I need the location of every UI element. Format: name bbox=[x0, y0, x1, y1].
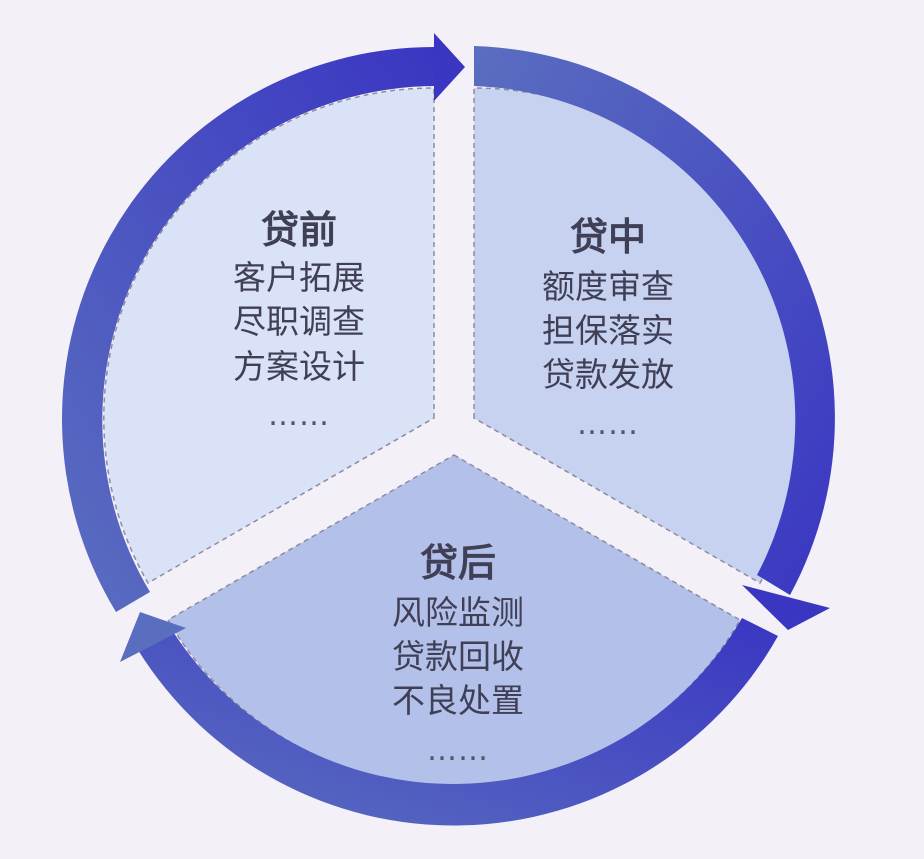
segment-pre-item: 客户拓展 bbox=[233, 258, 365, 297]
segment-post-item: 贷款回收 bbox=[392, 637, 524, 676]
arrow-post-head bbox=[120, 612, 186, 662]
segment-mid-ellipsis: …… bbox=[577, 407, 639, 442]
segment-post-item: 风险监测 bbox=[392, 593, 524, 632]
segment-pre-item: 尽职调查 bbox=[233, 302, 365, 341]
arrow-pre-head bbox=[434, 33, 465, 101]
segment-pre-ellipsis: …… bbox=[268, 398, 330, 433]
arrow-pre-arc bbox=[62, 46, 436, 612]
segment-post-item: 不良处置 bbox=[392, 681, 524, 720]
segment-mid-title: 贷中 bbox=[570, 215, 646, 259]
arrow-mid-head bbox=[742, 585, 830, 630]
segment-mid-item: 额度审查 bbox=[542, 267, 674, 306]
segment-pre-wedge bbox=[103, 87, 435, 585]
segment-post-text: 贷后 风险监测 贷款回收 不良处置 …… bbox=[392, 541, 524, 768]
segment-mid-item: 贷款发放 bbox=[542, 355, 674, 394]
segment-pre-text: 贷前 客户拓展 尽职调查 方案设计 …… bbox=[233, 208, 365, 433]
segment-post-title: 贷后 bbox=[420, 541, 496, 585]
arrow-post-arc bbox=[138, 618, 778, 826]
arrow-mid-arc bbox=[474, 46, 835, 595]
segment-pre-title: 贷前 bbox=[261, 208, 337, 252]
segment-pre-item: 方案设计 bbox=[233, 347, 365, 386]
segment-post-ellipsis: …… bbox=[427, 733, 489, 768]
segment-mid-text: 贷中 额度审查 担保落实 贷款发放 …… bbox=[542, 215, 674, 442]
segment-mid-item: 担保落实 bbox=[542, 311, 674, 350]
